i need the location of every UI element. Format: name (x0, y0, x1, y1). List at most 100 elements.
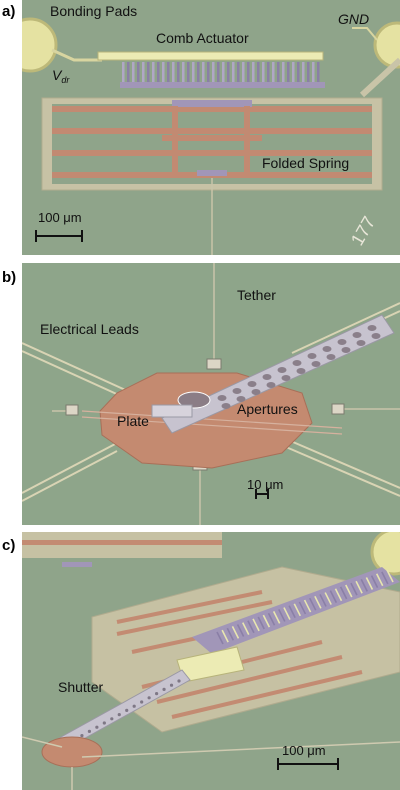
comb-tooth-c (231, 626, 240, 639)
comb-tooth-c (278, 609, 286, 622)
label-plate: Plate (117, 413, 149, 429)
diagonal-trace (359, 57, 400, 98)
panel-b-letter: b) (2, 269, 17, 286)
comb-tooth-c (283, 607, 291, 620)
label-scale-b: 10 μm (247, 477, 284, 492)
comb-tooth-c (350, 582, 358, 596)
shutter-hole (110, 717, 114, 721)
tethers-thin (52, 263, 400, 525)
label-scale-a: 100 μm (38, 210, 82, 225)
comb-tooth (222, 62, 225, 84)
panel-c-svg (22, 532, 400, 790)
apertures-holes (217, 325, 381, 409)
comb-tooth (162, 62, 165, 84)
shutter-hole (147, 696, 151, 700)
aperture-hole (232, 388, 242, 394)
comb-tooth (252, 62, 255, 84)
tether-hinge (151, 404, 193, 418)
panel-b-svg (22, 263, 400, 525)
comb-tooth (172, 62, 175, 84)
comb-tooth (192, 62, 195, 84)
comb-tooth-c (272, 610, 281, 624)
comb-tooth-c (247, 620, 255, 634)
shuttle-top (172, 100, 252, 107)
comb-tooth (127, 62, 130, 84)
aperture-slot (177, 391, 211, 409)
label-electrical-leads: Electrical Leads (40, 321, 139, 337)
comb-tooth (287, 62, 290, 84)
comb-tooth (122, 62, 125, 84)
comb-tooth-c (236, 624, 245, 637)
comb-tooth (207, 62, 210, 84)
comb-tooth (262, 62, 265, 84)
shutter-hole (169, 683, 174, 687)
comb-tooth-c (345, 584, 353, 598)
lead-right (352, 27, 378, 41)
shutter-hole (155, 692, 159, 696)
comb-tooth-c (262, 614, 271, 628)
comb-tooth-c (386, 569, 394, 583)
comb-tooth (137, 62, 140, 84)
aperture-hole (217, 395, 227, 401)
aperture-hole (356, 340, 366, 346)
bonding-pad-right (373, 21, 400, 69)
comb-tooth (242, 62, 245, 84)
comb-tooth (282, 62, 285, 84)
comb-tooth (277, 62, 280, 84)
comb-tooth (187, 62, 190, 84)
shuttle-small (62, 562, 92, 567)
comb-tooth (212, 62, 215, 84)
comb-tooth-c (257, 616, 265, 630)
comb-teeth-c (216, 569, 394, 645)
comb-teeth (122, 62, 320, 84)
comb-tooth (232, 62, 235, 84)
comb-tooth (182, 62, 185, 84)
comb-tooth (302, 62, 305, 84)
aperture-hole (367, 325, 377, 331)
aperture-hole (281, 375, 291, 381)
comb-tooth-c (319, 594, 327, 607)
lead-left (51, 48, 102, 62)
comb-tooth-c (355, 580, 363, 594)
aperture-hole (296, 368, 306, 374)
comb-tooth-c (216, 631, 224, 645)
shutter-hole (95, 725, 99, 729)
comb-base (120, 82, 325, 88)
aperture-hole (352, 332, 362, 338)
shuttle-bottom (197, 170, 227, 176)
panel-c-letter: c) (2, 537, 16, 554)
shutter-hole (140, 700, 144, 704)
comb-actuator-rail (97, 51, 324, 61)
aperture-hole (371, 333, 381, 339)
comb-tooth (157, 62, 160, 84)
label-tether: Tether (237, 287, 276, 303)
label-vdr: Vdr (52, 68, 69, 85)
aperture-hole (221, 403, 231, 409)
comb-tooth (312, 62, 315, 84)
comb-tooth (217, 62, 220, 84)
comb-tooth-c (365, 577, 374, 590)
label-apertures: Apertures (237, 401, 298, 417)
comb-tooth-c (252, 618, 260, 632)
plate (99, 372, 313, 469)
comb-tooth-c (267, 612, 276, 626)
label-folded-spring: Folded Spring (262, 155, 350, 171)
comb-tooth-c (309, 597, 317, 611)
aperture-hole (341, 347, 351, 353)
label-comb-actuator: Comb Actuator (156, 30, 249, 46)
plate-c (41, 736, 103, 768)
vdr-base: V (52, 67, 62, 83)
comb-tooth (297, 62, 300, 84)
aperture-hole (236, 396, 246, 402)
panel-b-micrograph (22, 263, 400, 525)
shuttle-cross (162, 135, 262, 141)
aperture-hole (251, 389, 261, 395)
comb-tooth-c (221, 629, 229, 643)
aperture-hole (307, 353, 317, 359)
beam (52, 150, 372, 156)
comb-tooth (147, 62, 150, 84)
aperture-hole (262, 374, 272, 380)
beam (22, 540, 222, 545)
aperture-hole (266, 382, 276, 388)
